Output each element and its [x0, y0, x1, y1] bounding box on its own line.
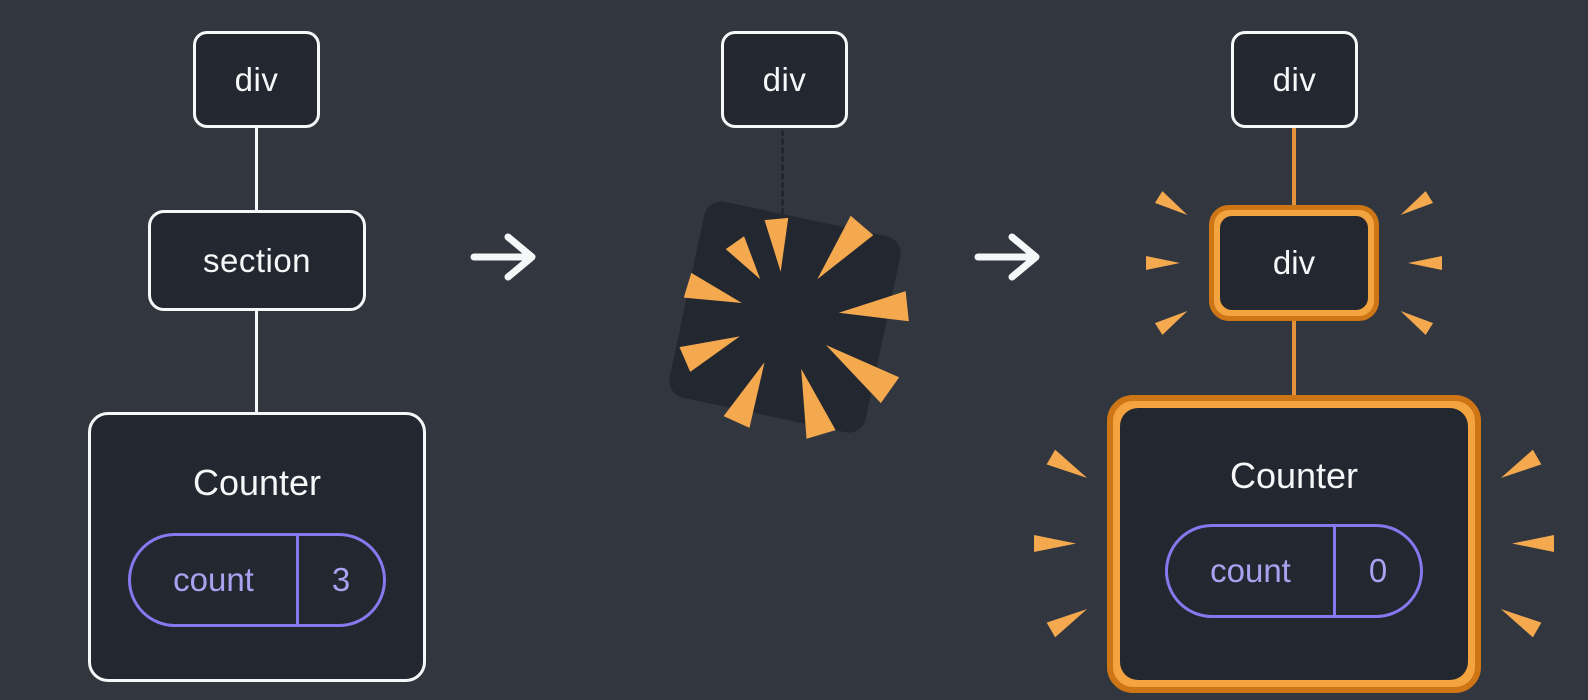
spark-icon — [1400, 310, 1434, 335]
spark-icon — [1146, 256, 1180, 270]
spark-icon — [1046, 609, 1088, 638]
spark-icon — [1500, 609, 1542, 638]
state-key: count — [1168, 527, 1336, 615]
node-label: div — [1272, 60, 1317, 98]
node-label: div — [762, 60, 807, 98]
node-inner: div — [1220, 216, 1368, 310]
spark-icon — [1034, 535, 1076, 552]
component-name: Counter — [192, 462, 322, 503]
node-label: section — [202, 241, 312, 279]
node-root-div-after: div — [1231, 31, 1358, 128]
arrow-right-icon — [470, 233, 536, 281]
node-label: div — [234, 60, 279, 98]
arrow-right-icon — [974, 233, 1040, 281]
state-value: 3 — [331, 561, 351, 598]
node-section-before: section — [148, 210, 366, 311]
state-pill: count 3 — [128, 533, 386, 627]
detached-edge — [781, 130, 784, 214]
spark-icon — [1154, 310, 1188, 335]
node-counter-highlight: Counter count 0 — [1107, 395, 1481, 693]
spark-icon — [1154, 191, 1188, 216]
spark-icon — [1500, 449, 1542, 478]
tree-edge — [255, 311, 258, 412]
node-inner: Counter count 0 — [1120, 408, 1468, 680]
state-value: 0 — [1368, 552, 1388, 589]
spark-icon — [1408, 256, 1442, 270]
node-counter-before: Counter count 3 — [88, 412, 426, 682]
node-new-div-highlight: div — [1209, 205, 1379, 321]
node-label: div — [1272, 244, 1316, 281]
tree-edge — [255, 128, 258, 210]
spark-icon — [1400, 191, 1434, 216]
state-key: count — [131, 536, 299, 624]
state-pill: count 0 — [1165, 524, 1423, 618]
spark-icon — [1046, 449, 1088, 478]
node-root-div-during: div — [721, 31, 848, 128]
explosion-rays — [679, 215, 909, 439]
tree-edge-highlight — [1292, 321, 1296, 397]
tree-edge-highlight — [1292, 128, 1296, 207]
node-root-div-before: div — [193, 31, 320, 128]
poof-explosion-icon — [669, 201, 909, 439]
component-name: Counter — [1229, 455, 1359, 496]
spark-icon — [1512, 535, 1554, 552]
